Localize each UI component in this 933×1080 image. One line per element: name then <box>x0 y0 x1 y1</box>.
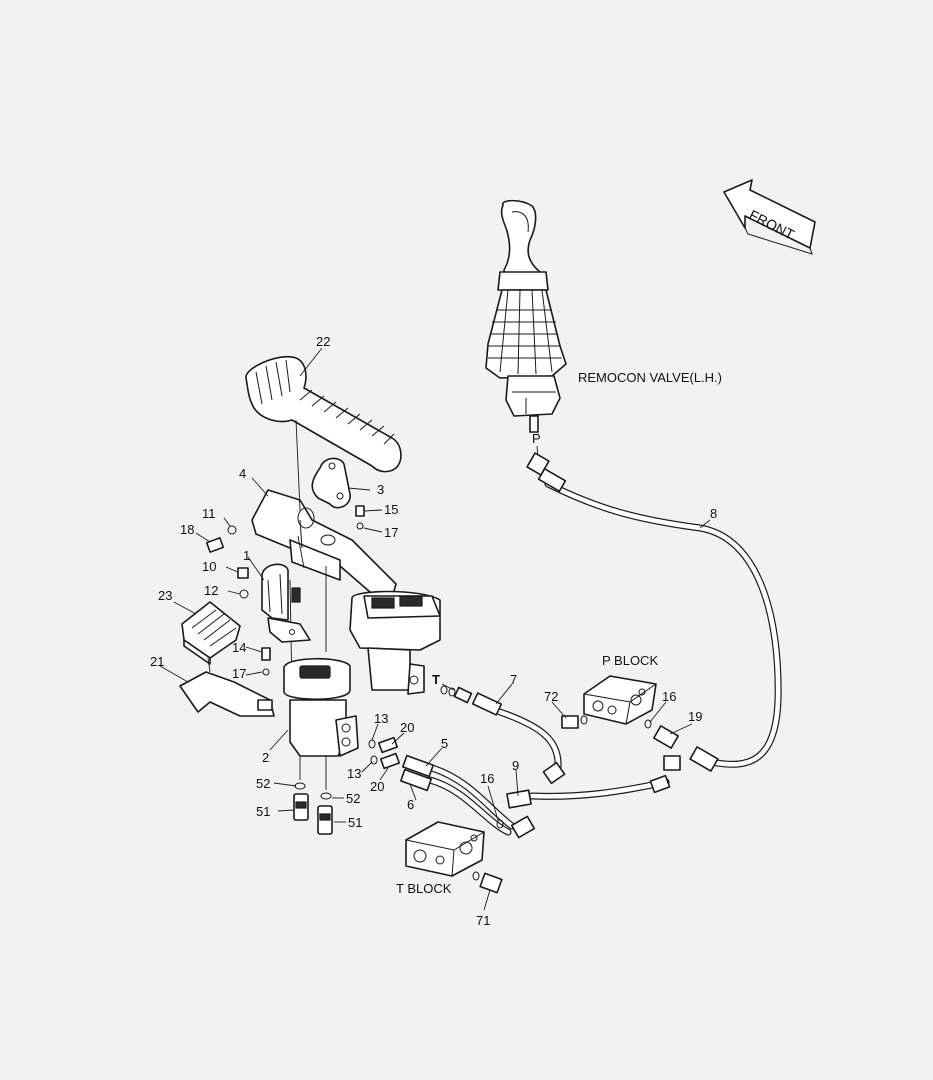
callout-4: 4 <box>239 466 246 481</box>
t-block-label: T BLOCK <box>396 881 452 896</box>
callout-8: 8 <box>710 506 717 521</box>
callout-15: 15 <box>384 502 398 517</box>
callout-21: 21 <box>150 654 164 669</box>
callout-52-b: 52 <box>346 791 360 806</box>
callout-2: 2 <box>262 750 269 765</box>
hose-group-5-6-7-9 <box>399 685 681 839</box>
callout-6: 6 <box>407 797 414 812</box>
pedal-pad-23 <box>181 601 241 665</box>
callout-17-b: 17 <box>384 525 398 540</box>
callout-14: 14 <box>232 640 246 655</box>
callout-17-a: 17 <box>232 666 246 681</box>
remocon-valve-label: REMOCON VALVE(L.H.) <box>578 370 722 385</box>
callout-5: 5 <box>441 736 448 751</box>
t-block: T BLOCK <box>396 819 504 896</box>
callout-23: 23 <box>158 588 172 603</box>
callout-51-a: 51 <box>256 804 270 819</box>
fitting-13-20 <box>368 736 401 770</box>
callout-12: 12 <box>204 583 218 598</box>
p-block: P BLOCK <box>561 653 679 749</box>
callout-1: 1 <box>243 548 250 563</box>
callout-leaders <box>159 347 711 911</box>
fitting-51-52 <box>293 782 333 835</box>
callout-71: 71 <box>476 913 490 928</box>
pedal-bracket-3-4 <box>251 457 441 695</box>
pedal-arm-22 <box>245 355 402 473</box>
callout-9: 9 <box>512 758 519 773</box>
callout-16-a: 16 <box>662 689 676 704</box>
callout-72: 72 <box>544 689 558 704</box>
callout-22: 22 <box>316 334 330 349</box>
plate-21 <box>179 657 275 717</box>
callout-20-b: 20 <box>370 779 384 794</box>
front-direction-arrow: FRONT <box>723 179 816 255</box>
callout-52-a: 52 <box>256 776 270 791</box>
port-t-label: T <box>432 672 440 687</box>
callout-16-b: 16 <box>480 771 494 786</box>
callout-18: 18 <box>180 522 194 537</box>
callout-10: 10 <box>202 559 216 574</box>
callout-13-b: 13 <box>347 766 361 781</box>
callout-numbers: 22 3 4 11 18 1 10 12 23 21 14 17 15 17 2… <box>150 334 717 928</box>
p-block-label: P BLOCK <box>602 653 658 668</box>
callout-51-b: 51 <box>348 815 362 830</box>
remocon-valve-joystick: REMOCON VALVE(L.H.) P <box>485 199 722 459</box>
hose-8 <box>526 452 782 772</box>
callout-11: 11 <box>202 506 216 521</box>
pedal-valve-2 <box>283 657 359 790</box>
port-p-label: P <box>532 431 541 446</box>
small-hardware <box>205 505 365 676</box>
callout-19: 19 <box>688 709 702 724</box>
callout-7: 7 <box>510 672 517 687</box>
callout-13-a: 13 <box>374 711 388 726</box>
callout-3: 3 <box>377 482 384 497</box>
bracket-1 <box>261 563 311 643</box>
callout-20-a: 20 <box>400 720 414 735</box>
